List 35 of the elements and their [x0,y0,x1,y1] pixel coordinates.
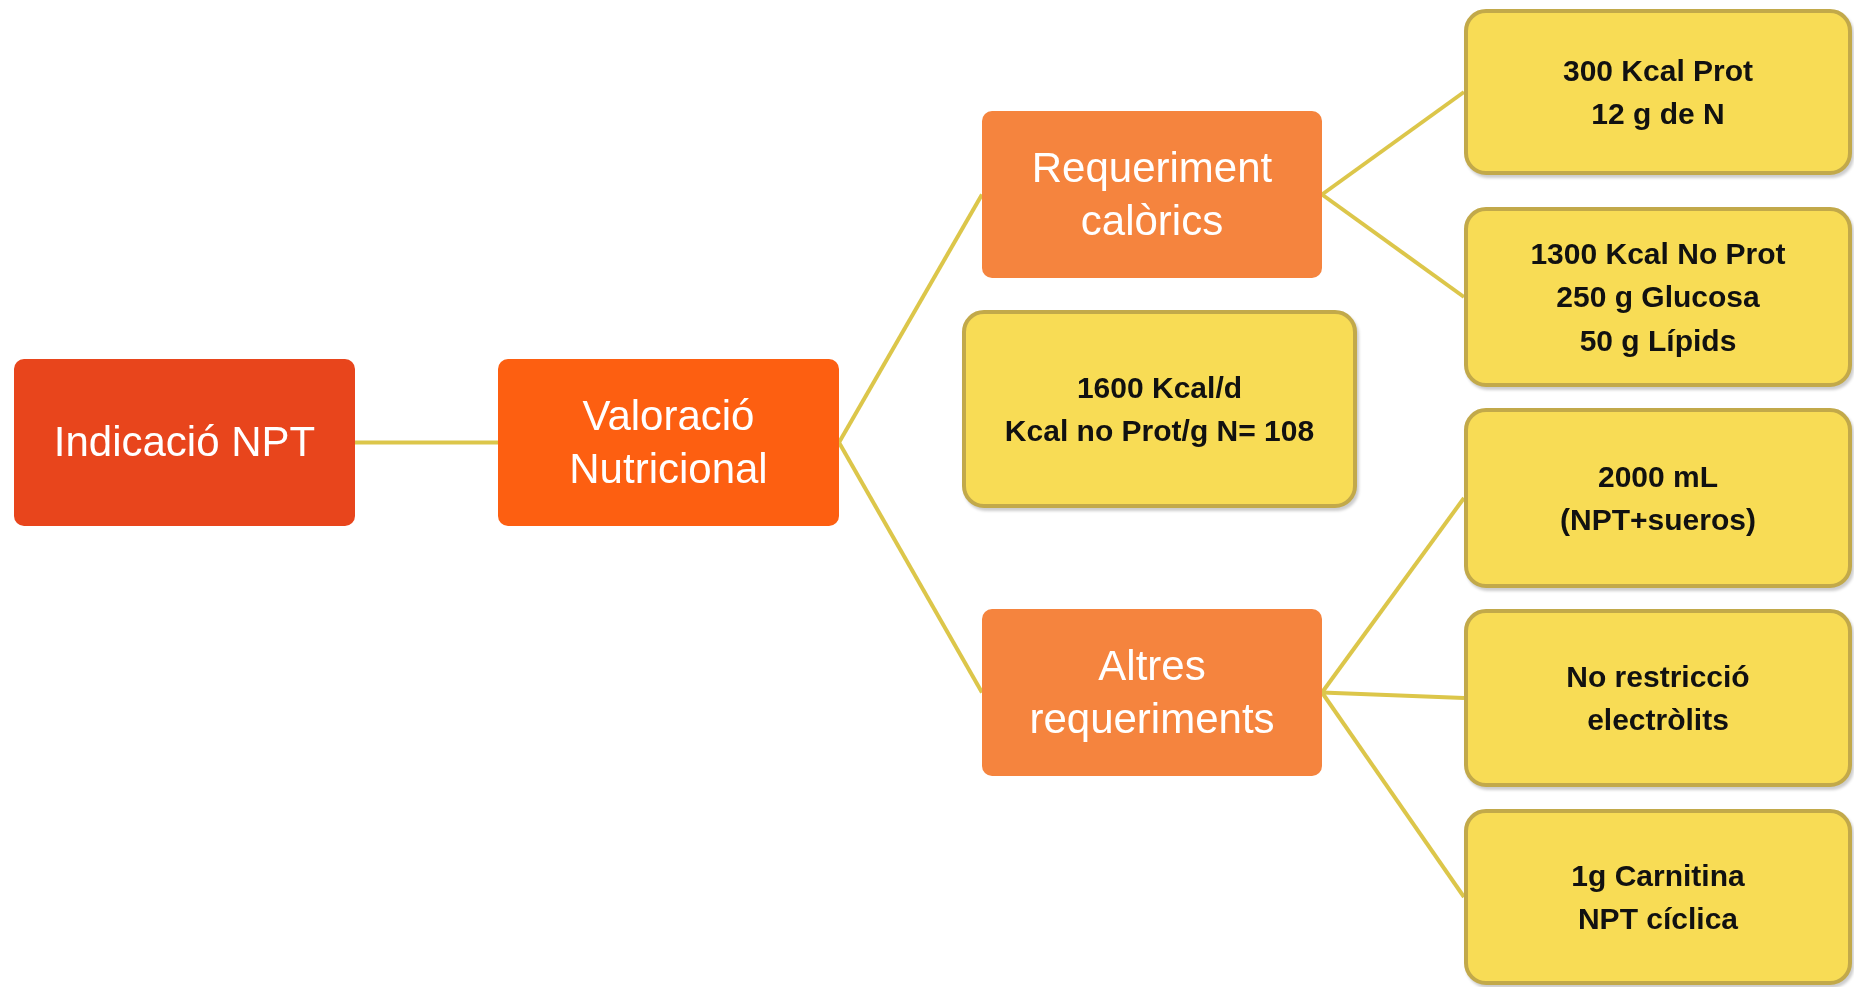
category-box [982,111,1322,278]
node-text: Requeriment calòrics [1030,143,1274,246]
category-box [982,609,1322,776]
connector-line [1320,90,1466,197]
node-text: 12 g de N [1591,96,1725,132]
node-text: 2000 mL [1597,458,1719,495]
node-text: Indicació NPT [53,417,316,468]
node-text: 300 Kcal Prot [1562,52,1754,89]
node-text: electròlits [1587,702,1729,738]
node-text: NPT cíclica [1577,901,1739,937]
detail-box [962,310,1357,508]
detail-box [1464,207,1852,387]
connector-line [1320,496,1466,694]
node-text: Altres requeriments [1028,641,1276,744]
node-text: 250 g Glucosa [1556,279,1760,316]
start-box [14,359,355,526]
node-text: 50 g Lípids [1579,322,1737,359]
node-text: Valoració Nutricional [568,391,769,494]
process-box [498,359,839,526]
connector-line [837,441,984,694]
detail-box [1464,809,1852,985]
node-text: (NPT+sueros) [1560,502,1756,538]
node-text: 1300 Kcal No Prot [1530,235,1786,272]
detail-box [1464,9,1852,175]
node-text: 1g Carnitina [1571,857,1745,894]
detail-box [1464,408,1852,588]
connector-line [1321,690,1465,700]
connector-line [1320,691,1466,899]
connector-line [837,193,984,444]
connector-line [1320,192,1466,299]
connector-line [355,440,498,445]
detail-box [1464,609,1852,787]
node-text: 1600 Kcal/d [1076,369,1243,406]
node-text: Kcal no Prot/g N= 108 [1004,413,1315,449]
node-text: No restricció [1566,658,1750,695]
